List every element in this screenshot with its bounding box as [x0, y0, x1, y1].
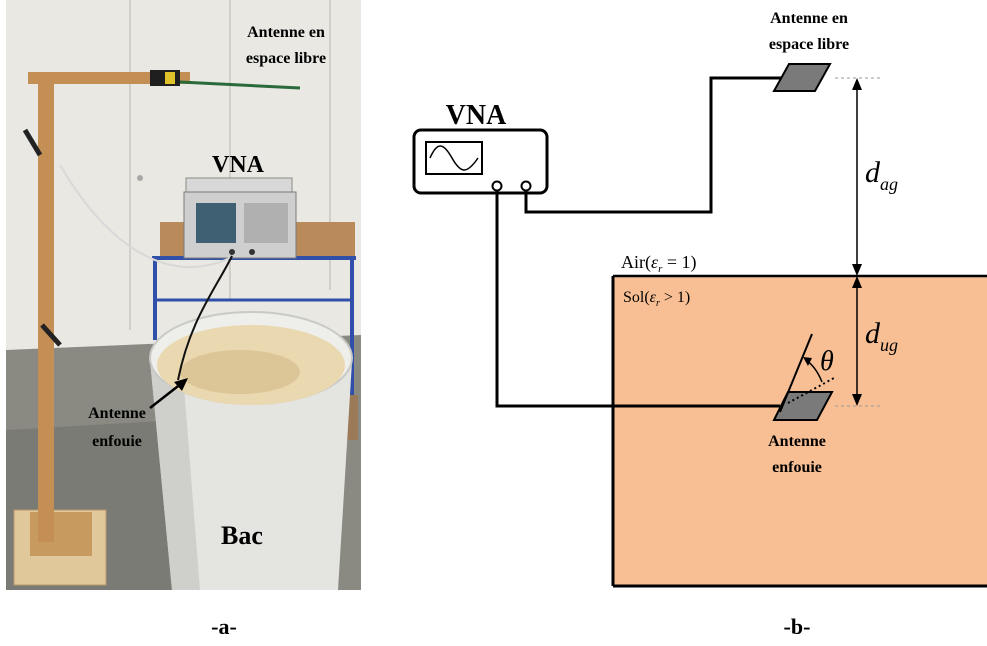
vna-port-1 [491, 180, 503, 192]
tilt-reference-dotted [787, 377, 835, 404]
photo-label-free-antenna: Antenne en [247, 24, 325, 41]
label-air: Air(εr = 1) [621, 252, 697, 275]
cable-to-free-antenna [524, 76, 782, 214]
diag-label-free-antenna-2: espace libre [769, 36, 849, 53]
soil-region [613, 276, 987, 586]
diag-label-buried-antenna-2: enfouie [772, 459, 822, 476]
stand-arm [28, 72, 190, 84]
photo-label-vna: VNA [212, 152, 265, 178]
vna-to-buried-cable [177, 255, 233, 381]
vna-screen [196, 203, 236, 243]
vna-keypad [244, 203, 288, 243]
label-soil: Sol(εr > 1) [623, 289, 690, 309]
bin-sand-shade [180, 350, 300, 394]
photo-label-bin: Bac [221, 521, 263, 550]
buried-antenna-arrow-photo [149, 382, 183, 409]
vna-port-photo [249, 249, 255, 255]
sine-wave-icon [429, 145, 479, 171]
free-antenna-cable [179, 80, 301, 90]
vna-port-2 [520, 180, 532, 192]
dag-arrow-top [852, 78, 862, 90]
label-theta: θ [820, 346, 834, 377]
stand-pole [38, 82, 54, 542]
label-dag: dag [865, 156, 898, 194]
vna-display [425, 141, 483, 175]
photo-panel: Antenne en espace libre VNA Antenne enfo… [6, 0, 361, 590]
bin-shade [150, 360, 200, 590]
dug-arrow-bottom [852, 394, 862, 406]
cabinet-knob [137, 175, 143, 181]
arrowhead [174, 378, 188, 391]
photo-label-buried-antenna-2: enfouie [92, 433, 142, 450]
schematic-panel: Antenne en espace libre VNA dag dug Air(… [412, 10, 987, 588]
buried-antenna-symbol [772, 391, 834, 421]
clamp [40, 323, 62, 347]
bin-body [150, 360, 352, 590]
antenna-normal-line [779, 333, 813, 413]
cable-to-buried-antenna [495, 190, 780, 408]
free-antenna-symbol [772, 63, 832, 92]
theta-arc-arrowhead [803, 357, 812, 366]
diag-label-free-antenna: Antenne en [770, 10, 848, 27]
free-antenna-tape [165, 72, 175, 84]
caption-a: -a- [211, 614, 237, 639]
clamp [22, 128, 43, 157]
diag-label-buried-antenna: Antenne [768, 433, 826, 450]
vna-to-antenna-cable [59, 164, 231, 268]
dug-arrow-top [852, 276, 862, 288]
vna-keyboard [185, 177, 293, 193]
dag-arrow-bottom [852, 264, 862, 276]
photo-label-buried-antenna: Antenne [88, 405, 146, 422]
photo-label-free-antenna-2: espace libre [246, 50, 326, 67]
vna-port-photo [229, 249, 235, 255]
label-dug: dug [865, 317, 898, 355]
diag-label-vna: VNA [446, 100, 507, 131]
caption-b: -b- [784, 614, 811, 639]
